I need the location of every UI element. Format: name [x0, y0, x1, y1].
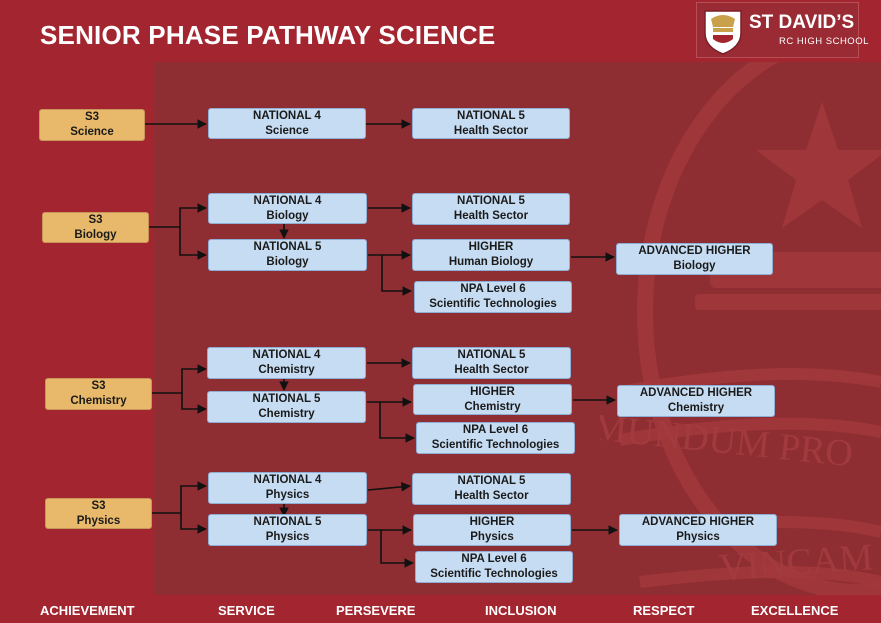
s3-chemistry-box: S3 Chemistry [45, 378, 152, 410]
box-subject: Chemistry [258, 364, 315, 376]
advanced-higher-biology-box: ADVANCED HIGHER Biology [616, 243, 773, 275]
box-subject: Science [265, 124, 309, 137]
crest-icon [704, 10, 742, 55]
box-subject: Chemistry [464, 400, 521, 413]
box-title: NATIONAL 5 [253, 516, 322, 528]
box-title: NATIONAL 5 [457, 349, 526, 361]
box-title: ADVANCED HIGHER [639, 387, 753, 399]
value-persevere: PERSEVERE [336, 603, 416, 618]
national-4-biology-box: NATIONAL 4 Biology [208, 193, 367, 224]
box-subject: Scientific Technologies [430, 568, 558, 580]
higher-chemistry-box: HIGHER Chemistry [413, 384, 572, 415]
box-subject: Biology [74, 228, 117, 241]
box-title: S3 [91, 499, 106, 512]
value-achievement: ACHIEVEMENT [40, 603, 135, 618]
box-subject: Science [70, 126, 114, 138]
box-title: NATIONAL 4 [253, 194, 322, 207]
box-subject: Scientific Technologies [431, 439, 560, 451]
box-title: NATIONAL 4 [253, 109, 321, 122]
school-subtitle: RC HIGH SCHOOL [779, 36, 869, 47]
box-title: NATIONAL 5 [252, 393, 321, 405]
box-subject: Chemistry [667, 402, 725, 414]
higher-human-biology-box: HIGHER Human Biology [412, 239, 570, 271]
box-title: S3 [88, 213, 103, 226]
s3-physics-box: S3 Physics [45, 498, 152, 529]
value-service: SERVICE [218, 603, 275, 618]
national-5-chemistry-box: NATIONAL 5 Chemistry [207, 391, 366, 423]
national-5-health-sector-box: NATIONAL 5 Health Sector [412, 347, 571, 379]
higher-physics-box: HIGHER Physics [413, 514, 571, 546]
box-title: ADVANCED HIGHER [638, 245, 751, 257]
national-4-science-box: NATIONAL 4 Science [208, 108, 366, 139]
box-subject: Physics [265, 489, 310, 501]
box-subject: Health Sector [454, 364, 529, 376]
box-title: NATIONAL 4 [253, 474, 322, 486]
advanced-higher-physics-box: ADVANCED HIGHER Physics [619, 514, 777, 546]
box-title: S3 [84, 111, 100, 123]
national-4-chemistry-box: NATIONAL 4 Chemistry [207, 347, 366, 379]
npa-level-6-box: NPA Level 6 Scientific Technologies [414, 281, 572, 313]
box-subject: Physics [470, 531, 514, 543]
box-subject: Human Biology [448, 256, 534, 268]
school-crest-watermark: MUNDUM PRO VINCAM [600, 62, 881, 595]
national-5-health-sector-box: NATIONAL 5 Health Sector [412, 193, 570, 225]
box-title: ADVANCED HIGHER [641, 516, 755, 528]
box-subject: Physics [265, 531, 310, 543]
school-name: ST DAVID’S [749, 12, 855, 33]
national-5-health-sector-box: NATIONAL 5 Health Sector [412, 473, 571, 505]
box-title: NATIONAL 5 [457, 109, 525, 122]
advanced-higher-chemistry-box: ADVANCED HIGHER Chemistry [617, 385, 775, 417]
box-subject: Biology [673, 260, 716, 272]
box-subject: Health Sector [453, 210, 529, 222]
box-title: NATIONAL 4 [252, 349, 321, 361]
national-5-biology-box: NATIONAL 5 Biology [208, 239, 367, 271]
box-subject: Biology [266, 209, 309, 222]
value-inclusion: INCLUSION [485, 603, 557, 618]
box-subject: Health Sector [454, 490, 529, 502]
national-5-physics-box: NATIONAL 5 Physics [208, 514, 367, 546]
box-title: HIGHER [470, 385, 515, 398]
box-title: NATIONAL 5 [457, 195, 525, 207]
value-excellence: EXCELLENCE [751, 603, 839, 618]
box-title: NPA Level 6 [461, 553, 527, 565]
box-subject: Chemistry [258, 408, 315, 420]
box-title: NATIONAL 5 [253, 241, 322, 253]
page-title: SENIOR PHASE PATHWAY SCIENCE [40, 20, 496, 50]
box-title: HIGHER [469, 516, 515, 528]
box-title: S3 [91, 380, 106, 392]
npa-level-6-box: NPA Level 6 Scientific Technologies [416, 422, 575, 454]
box-title: NPA Level 6 [462, 424, 529, 436]
school-values-bar: ACHIEVEMENT SERVICE PERSEVERE INCLUSION … [0, 598, 881, 623]
s3-science-box: S3 Science [39, 109, 145, 141]
value-respect: RESPECT [633, 603, 695, 618]
npa-level-6-box: NPA Level 6 Scientific Technologies [415, 551, 573, 583]
box-subject: Chemistry [70, 395, 127, 407]
box-subject: Scientific Technologies [429, 298, 557, 310]
box-subject: Physics [76, 514, 121, 527]
box-subject: Biology [266, 256, 309, 268]
s3-biology-box: S3 Biology [42, 212, 149, 243]
box-subject: Physics [676, 531, 720, 543]
national-4-physics-box: NATIONAL 4 Physics [208, 472, 367, 504]
box-title: NATIONAL 5 [457, 475, 526, 487]
school-logo: ST DAVID’S RC HIGH SCHOOL [696, 2, 868, 58]
box-title: HIGHER [468, 241, 514, 253]
national-5-health-sector-box: NATIONAL 5 Health Sector [412, 108, 570, 139]
box-subject: Health Sector [453, 124, 529, 137]
box-title: NPA Level 6 [460, 283, 526, 295]
